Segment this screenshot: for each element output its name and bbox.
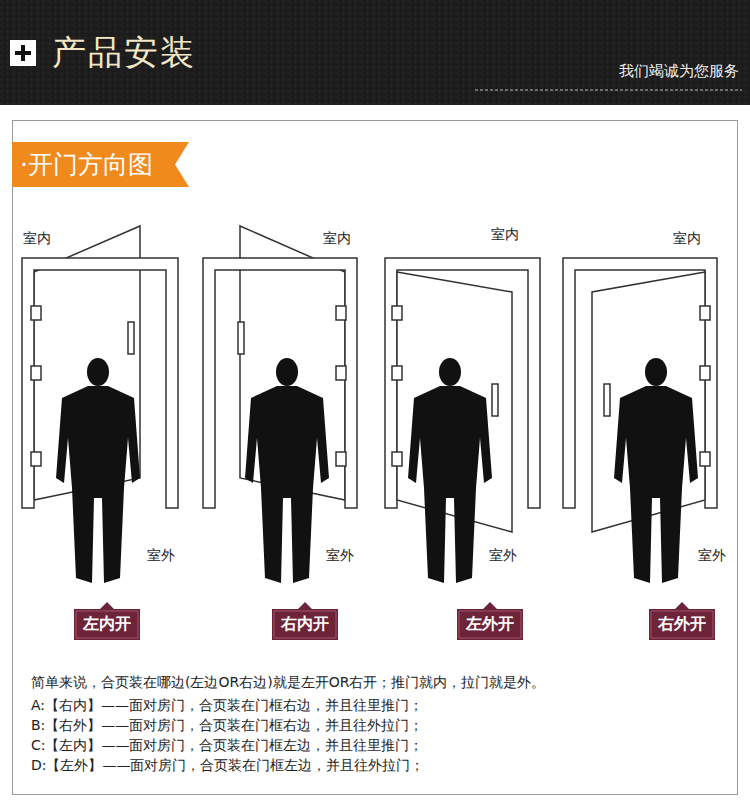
- side-label: 室内: [490, 226, 520, 244]
- door-figure: [22, 226, 178, 583]
- side-label: 室内: [322, 230, 352, 248]
- plus-icon: [10, 40, 36, 66]
- panel: [13, 121, 738, 795]
- section-heading: ·开门方向图: [12, 142, 189, 187]
- note-line: B:【右外】——面对房门，合页装在门框右边，并且往外拉门；: [30, 717, 424, 735]
- header-band: [0, 0, 750, 105]
- direction-label: 右内开: [272, 609, 338, 640]
- side-label: 室外: [697, 547, 727, 565]
- plus-icon: [15, 45, 31, 61]
- label-text: 左内开: [74, 609, 140, 640]
- direction-label: 左外开: [457, 609, 523, 640]
- dashed-rule: [475, 90, 742, 91]
- side-label: 室内: [672, 230, 702, 248]
- header-slogan: 我们竭诚为您服务: [618, 62, 740, 81]
- door-figure: [203, 226, 357, 583]
- door-figure: [563, 258, 717, 583]
- label-text: 右内开: [272, 609, 338, 640]
- side-label: 室外: [146, 547, 176, 565]
- note-line: 简单来说，合页装在哪边(左边OR右边)就是左开OR右开；推门就内，拉门就是外。: [30, 674, 546, 692]
- section-tag: ·开门方向图: [12, 142, 189, 187]
- note-line: D:【左外】——面对房门，合页装在门框左边，并且往外拉门；: [30, 757, 426, 775]
- direction-label: 右外开: [649, 609, 715, 640]
- label-text: 右外开: [649, 609, 715, 640]
- label-text: 左外开: [457, 609, 523, 640]
- side-label: 室外: [325, 547, 355, 565]
- note-line: C:【左内】——面对房门，合页装在门框左边，并且往里推门；: [30, 737, 425, 755]
- direction-label: 左内开: [74, 609, 140, 640]
- page-title: 产品安装: [52, 30, 196, 76]
- side-label: 室外: [488, 547, 518, 565]
- side-label: 室内: [22, 230, 52, 248]
- note-line: A:【右内】——面对房门，合页装在门框右边，并且往里推门；: [30, 697, 424, 715]
- door-figure: [385, 258, 540, 583]
